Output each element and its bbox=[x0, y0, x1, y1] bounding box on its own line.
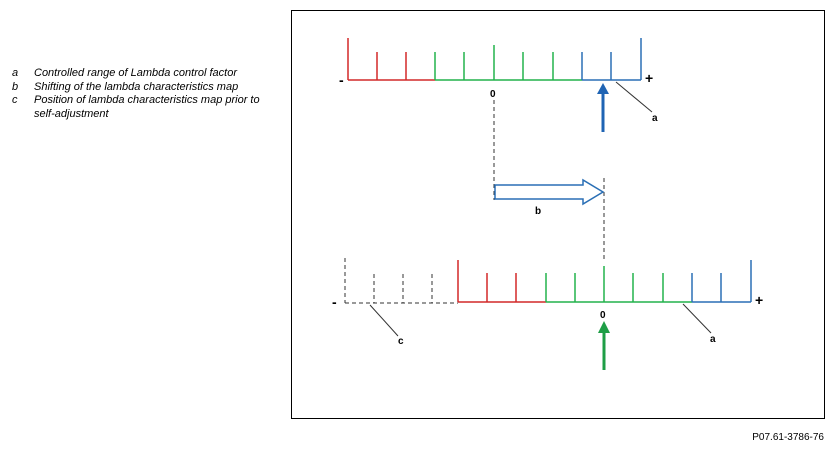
bottom-minus-sign: - bbox=[332, 294, 337, 310]
legend-text: Shifting of the lambda characteristics m… bbox=[34, 80, 239, 93]
bottom-label-a: a bbox=[710, 334, 716, 345]
shift-label-b: b bbox=[535, 206, 541, 217]
reference-code: P07.61-3786-76 bbox=[752, 432, 824, 443]
shift-section: b bbox=[493, 100, 605, 262]
top-label-a: a bbox=[652, 113, 658, 124]
shift-arrow-b bbox=[494, 178, 605, 206]
legend-key: b bbox=[12, 80, 19, 93]
bottom-leader-a bbox=[682, 303, 712, 334]
top-scale: - + 0 a bbox=[339, 38, 658, 132]
green-arrow-head bbox=[598, 321, 610, 333]
legend-text: Controlled range of Lambda control facto… bbox=[34, 67, 238, 79]
legend-item-a: a Controlled range of Lambda control fac… bbox=[12, 67, 274, 81]
bottom-scale: c - + 0 a bbox=[332, 258, 763, 370]
top-minus-sign: - bbox=[339, 72, 344, 88]
legend: a Controlled range of Lambda control fac… bbox=[12, 67, 274, 121]
legend-key: c bbox=[12, 94, 18, 106]
top-leader-a bbox=[615, 81, 653, 113]
top-plus-sign: + bbox=[645, 70, 653, 86]
blue-arrow-head bbox=[597, 83, 609, 94]
diagram-frame bbox=[291, 10, 825, 419]
top-zero-label: 0 bbox=[490, 89, 496, 100]
leader-c bbox=[369, 304, 399, 337]
legend-text: Position of lambda characteristics map p… bbox=[34, 94, 260, 120]
legend-item-c: c Position of lambda characteristics map… bbox=[12, 94, 274, 121]
legend-item-b: b Shifting of the lambda characteristics… bbox=[12, 81, 274, 95]
bottom-zero-label: 0 bbox=[600, 310, 606, 321]
label-c: c bbox=[398, 336, 404, 347]
bottom-plus-sign: + bbox=[755, 292, 763, 308]
legend-key: a bbox=[12, 67, 19, 79]
